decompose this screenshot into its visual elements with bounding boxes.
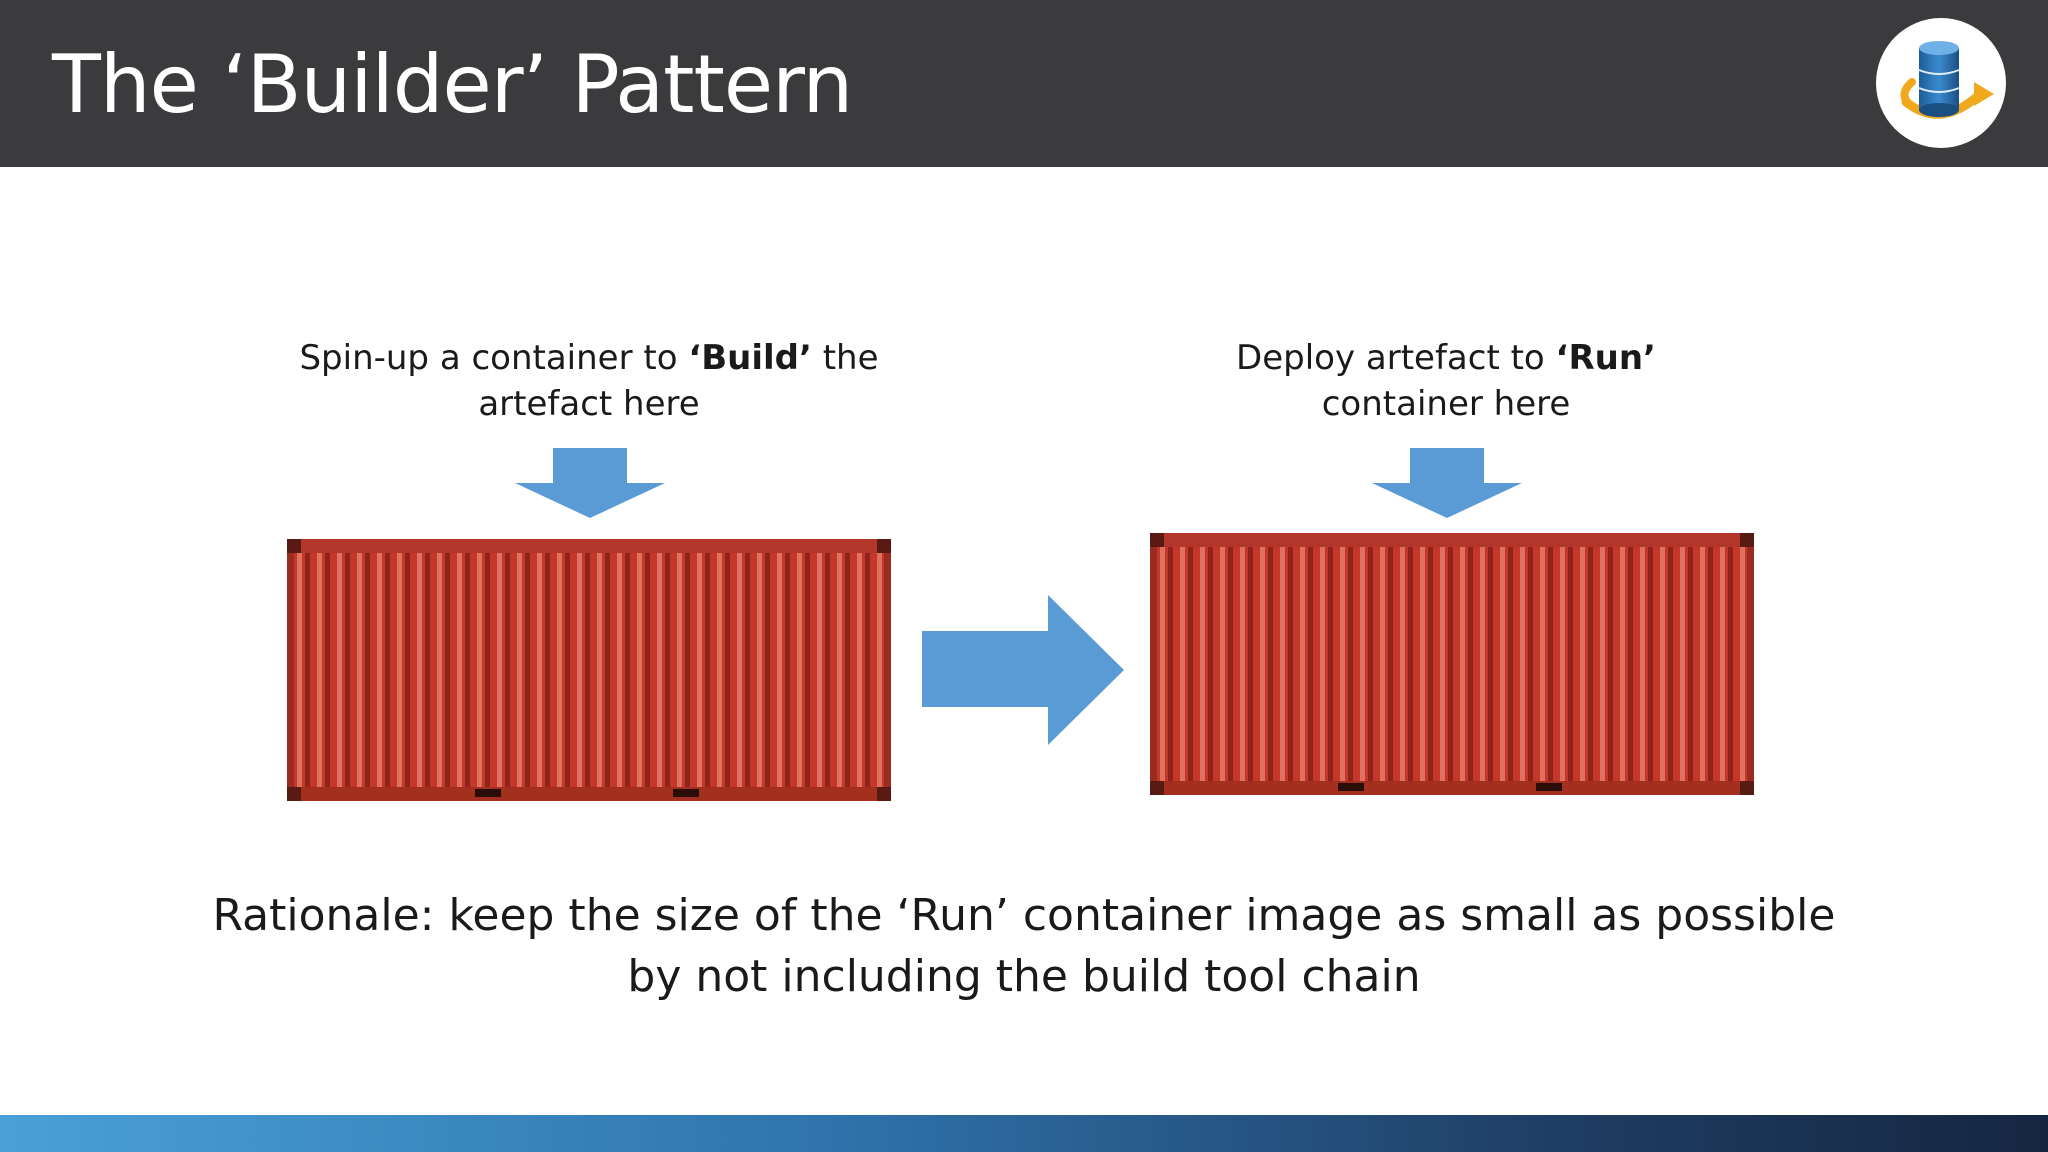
build-caption: Spin-up a container to ‘Build’ the artef… [289,335,889,427]
slide-title: The ‘Builder’ Pattern [52,38,853,131]
build-caption-suffix: the [811,338,879,378]
build-caption-line2: artefact here [478,384,700,424]
slide-header: The ‘Builder’ Pattern [0,0,2048,167]
down-arrow-build [515,448,665,518]
rationale-line-1: Rationale: keep the size of the ‘Run’ co… [212,890,1836,941]
build-container [287,539,891,801]
build-caption-bold: ‘Build’ [688,338,812,378]
run-container [1150,533,1754,795]
run-caption-bold: ‘Run’ [1555,338,1656,378]
down-arrow-run [1372,448,1522,518]
build-caption-text: Spin-up a container to [299,338,689,378]
run-caption: Deploy artefact to ‘Run’ container here [1146,335,1746,427]
footer-bar [0,1115,2048,1152]
run-caption-line2: container here [1321,384,1571,424]
right-arrow [922,595,1124,745]
rationale-text: Rationale: keep the size of the ‘Run’ co… [124,885,1924,1007]
rationale-line-2: by not including the build tool chain [627,951,1421,1002]
database-sync-icon [1876,18,2006,148]
run-caption-text: Deploy artefact to [1236,338,1556,378]
